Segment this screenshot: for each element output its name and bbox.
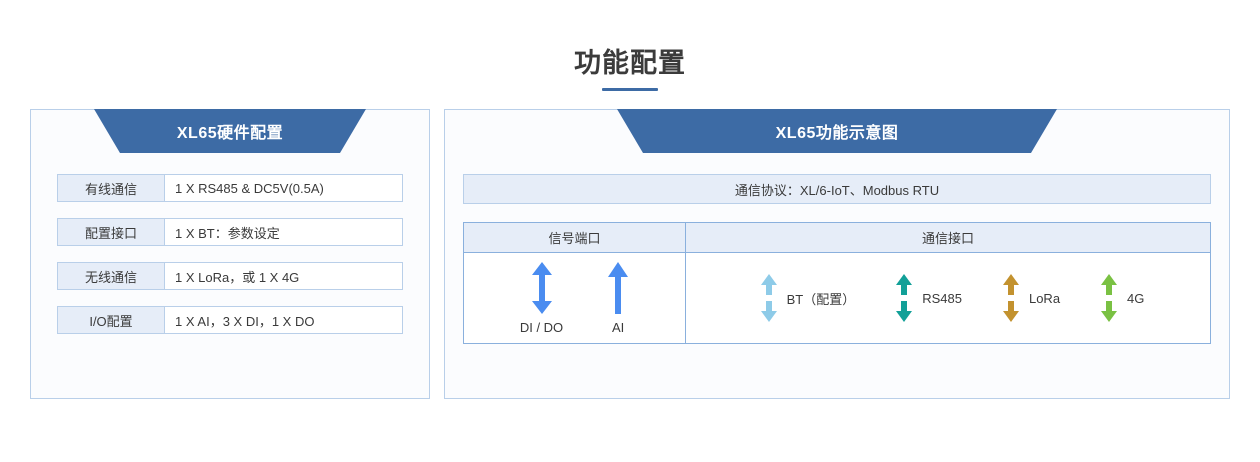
spec-value: 1 X LoRa，或 1 X 4G	[165, 262, 403, 290]
table-row: 无线通信 1 X LoRa，或 1 X 4G	[57, 262, 403, 290]
list-item: LoRa	[1002, 274, 1060, 322]
hardware-config-banner: XL65硬件配置	[94, 109, 366, 153]
spec-label: 配置接口	[57, 218, 165, 246]
interface-label: LoRa	[1028, 290, 1061, 306]
double-arrow-icon	[760, 274, 778, 322]
spec-value: 1 X RS485 & DC5V(0.5A)	[165, 174, 403, 202]
panels-container: XL65硬件配置 有线通信 1 X RS485 & DC5V(0.5A) 配置接…	[0, 91, 1260, 399]
table-row: 有线通信 1 X RS485 & DC5V(0.5A)	[57, 174, 403, 202]
io-table-body: DI / DO AI	[464, 253, 1210, 343]
double-arrow-icon	[1002, 274, 1020, 322]
title-underline	[602, 88, 658, 91]
list-item: AI	[607, 261, 629, 335]
interface-label: RS485	[922, 290, 962, 306]
double-arrow-icon	[531, 261, 553, 314]
hardware-config-panel: XL65硬件配置 有线通信 1 X RS485 & DC5V(0.5A) 配置接…	[30, 109, 430, 399]
protocol-bar: 通信协议：XL/6-IoT、Modbus RTU	[463, 174, 1211, 204]
page-title: 功能配置	[574, 48, 686, 78]
hardware-spec-list: 有线通信 1 X RS485 & DC5V(0.5A) 配置接口 1 X BT：…	[31, 160, 429, 334]
signal-ports-cell: DI / DO AI	[464, 253, 686, 343]
double-arrow-icon	[1100, 274, 1118, 322]
function-diagram-banner: XL65功能示意图	[617, 109, 1057, 153]
spec-value: 1 X BT：参数设定	[165, 218, 403, 246]
list-item: BT（配置）	[760, 274, 856, 322]
port-label: DI / DO	[519, 319, 564, 335]
io-table: 信号端口 通信接口 DI / DO	[463, 222, 1211, 344]
list-item: DI / DO	[519, 261, 564, 335]
column-header-signal-ports: 信号端口	[464, 223, 686, 253]
spec-label: I/O配置	[57, 306, 165, 334]
list-item: RS485	[895, 274, 962, 322]
page-header: 功能配置	[0, 0, 1260, 91]
up-arrow-icon	[607, 261, 629, 314]
function-diagram-body: 通信协议：XL/6-IoT、Modbus RTU 信号端口 通信接口	[445, 160, 1229, 344]
spec-value: 1 X AI，3 X DI，1 X DO	[165, 306, 403, 334]
table-row: 配置接口 1 X BT：参数设定	[57, 218, 403, 246]
port-label: AI	[612, 319, 625, 335]
interface-label: 4G	[1127, 290, 1145, 306]
list-item: 4G	[1100, 274, 1144, 322]
function-diagram-panel: XL65功能示意图 通信协议：XL/6-IoT、Modbus RTU 信号端口 …	[444, 109, 1230, 399]
comm-ports-cell: BT（配置） RS485	[686, 253, 1210, 343]
io-table-header: 信号端口 通信接口	[464, 223, 1210, 253]
column-header-comm-ports: 通信接口	[686, 223, 1210, 253]
spec-label: 无线通信	[57, 262, 165, 290]
double-arrow-icon	[895, 274, 913, 322]
table-row: I/O配置 1 X AI，3 X DI，1 X DO	[57, 306, 403, 334]
interface-label: BT（配置）	[786, 291, 856, 307]
spec-label: 有线通信	[57, 174, 165, 202]
